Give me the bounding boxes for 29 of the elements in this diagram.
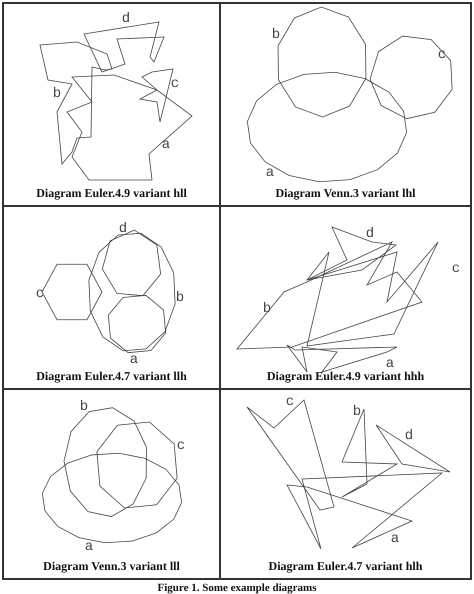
panel-caption: Diagram Euler.4.9 variant hll xyxy=(36,186,187,201)
curve-label: c xyxy=(170,77,180,91)
curve-label: d xyxy=(122,12,130,26)
curve-label: c xyxy=(176,439,186,453)
curve-label: b xyxy=(52,87,62,101)
panel-caption: Diagram Venn.3 variant lll xyxy=(43,559,180,574)
curve-label: a xyxy=(162,138,170,152)
panel-caption: Diagram Euler.4.7 variant llh xyxy=(36,369,187,384)
curve-label: d xyxy=(404,429,414,443)
figure-caption: Figure 1. Some example diagrams xyxy=(158,582,316,594)
curve-label: c xyxy=(36,287,44,301)
curve-label: a xyxy=(386,357,394,371)
curve-label: c xyxy=(438,48,446,62)
curve-label: d xyxy=(366,227,374,241)
panel-caption: Diagram Euler.4.9 variant hhh xyxy=(266,369,424,384)
curve-label: a xyxy=(130,353,138,367)
curve-label: b xyxy=(352,405,362,419)
curve-label: a xyxy=(390,532,400,546)
curve-label: b xyxy=(272,28,280,42)
curve-label: b xyxy=(262,302,272,316)
curve-label: a xyxy=(84,540,94,554)
curve-label: c xyxy=(452,262,460,276)
panel-caption: Diagram Venn.3 variant lhl xyxy=(275,186,416,201)
curve-label: b xyxy=(80,400,88,414)
curve-label: b xyxy=(176,291,184,305)
curve-label: c xyxy=(286,395,294,409)
panel-caption: Diagram Euler.4.7 variant hlh xyxy=(268,559,422,574)
curve-label: d xyxy=(118,222,128,236)
curve-label: a xyxy=(266,166,274,180)
